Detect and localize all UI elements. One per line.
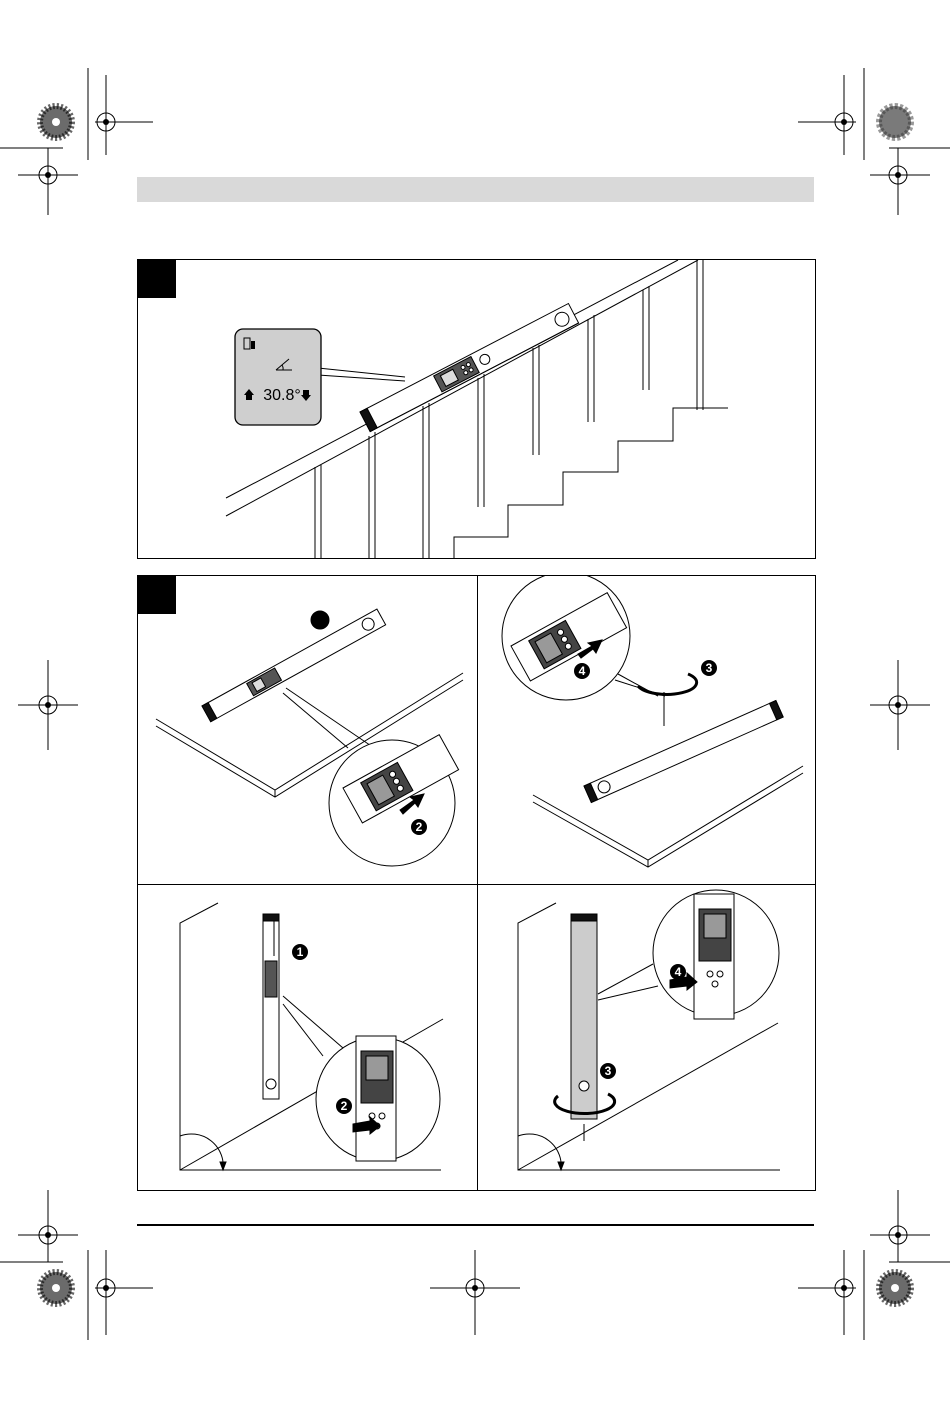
step-3-badge: 3 bbox=[706, 661, 713, 675]
angle-reading: 30.8° bbox=[257, 386, 307, 406]
step-4-badge-vertical: 4 bbox=[675, 965, 682, 979]
figure-a-panel: 30.8° bbox=[137, 259, 816, 559]
figure-b-panel: 2 4 bbox=[137, 575, 816, 1191]
step-1-vertical bbox=[180, 903, 443, 1170]
step-3-horizontal bbox=[502, 576, 803, 867]
display-callout bbox=[234, 328, 322, 426]
step-2-badge: 2 bbox=[416, 820, 423, 834]
step-4-badge: 4 bbox=[579, 664, 586, 678]
step-1-badge: 1 bbox=[297, 945, 304, 959]
footer-rule bbox=[137, 1224, 814, 1226]
calibration-illustrations: 2 4 bbox=[138, 576, 815, 1190]
step-3-vertical bbox=[518, 890, 780, 1170]
step-3-badge-vertical: 3 bbox=[605, 1064, 612, 1078]
step-2-badge-vertical: 2 bbox=[341, 1099, 348, 1113]
